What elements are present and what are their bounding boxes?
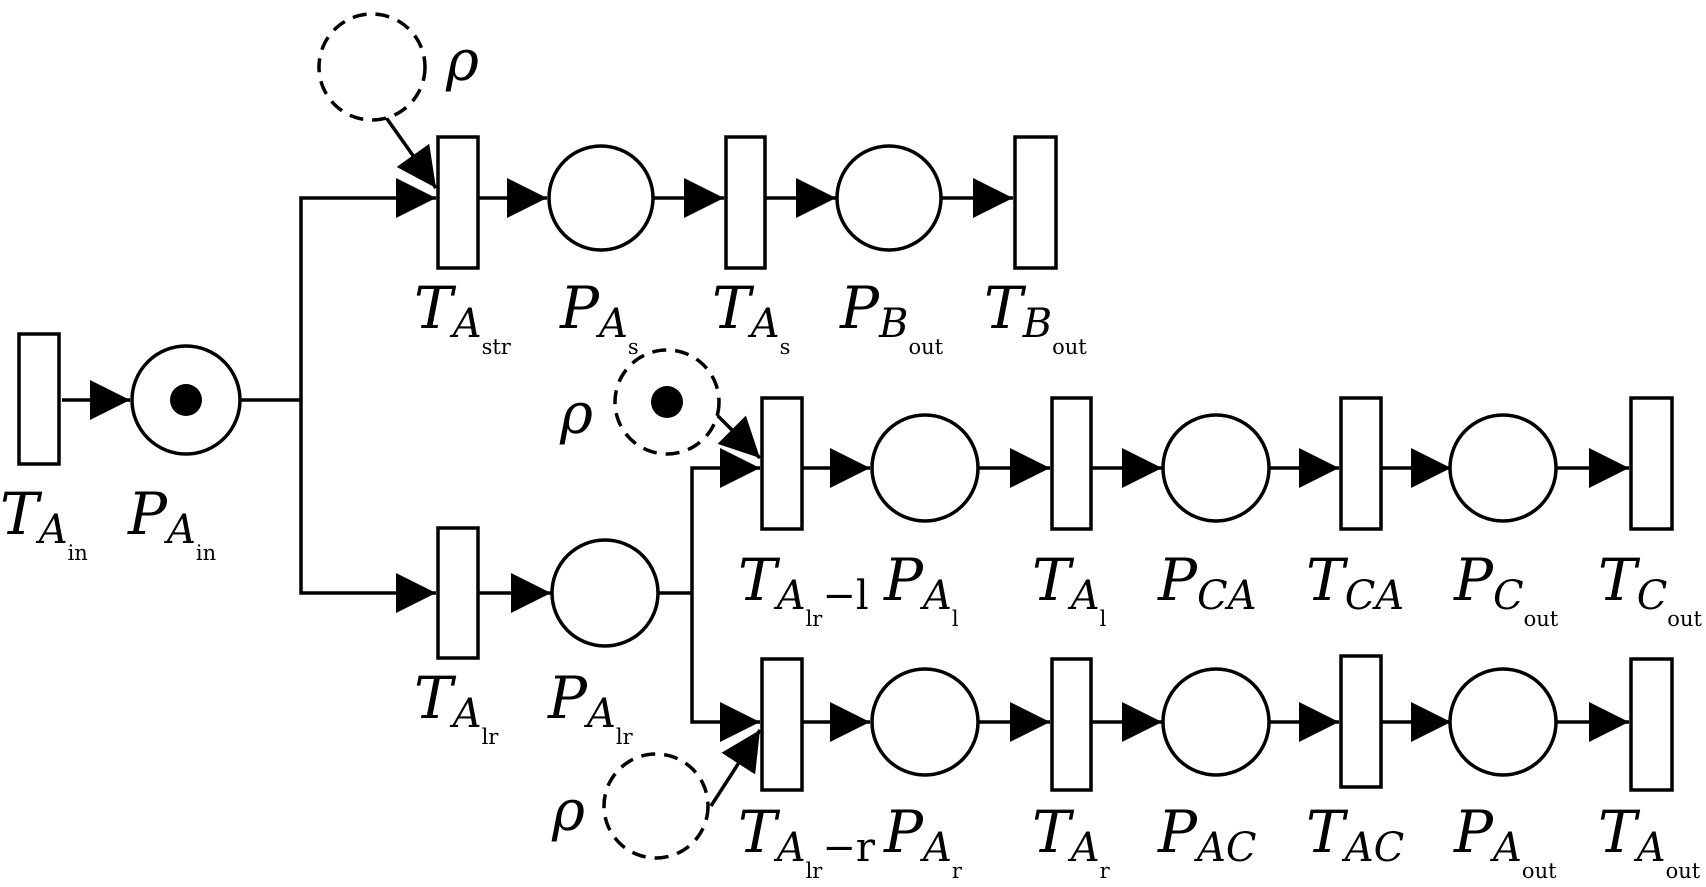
transition-t-a-r bbox=[1050, 657, 1093, 792]
transition-t-a-s bbox=[724, 135, 767, 270]
label-t-c-out: TCout bbox=[1598, 546, 1702, 631]
token-p-a-in bbox=[170, 384, 202, 416]
rho-label-top: ρ bbox=[445, 29, 479, 94]
label-p-a-lr: PAlr bbox=[547, 664, 634, 749]
label-t-a-s: TAs bbox=[712, 274, 790, 359]
rho-label-middle: ρ bbox=[559, 382, 593, 447]
place-p-a-s bbox=[547, 144, 655, 252]
place-p-ac bbox=[1161, 667, 1271, 777]
place-p-a-l bbox=[870, 413, 980, 523]
arc-branch-r bbox=[690, 593, 760, 742]
label-p-a-out: PAout bbox=[1453, 798, 1557, 883]
transition-t-b-out bbox=[1013, 135, 1058, 270]
arc-branch-upper bbox=[299, 178, 436, 400]
place-p-ca bbox=[1161, 413, 1271, 523]
label-p-a-s: PAs bbox=[559, 274, 639, 359]
transition-t-a-out bbox=[1629, 657, 1674, 792]
label-t-a-out: TAout bbox=[1598, 798, 1701, 883]
transition-t-c-out bbox=[1629, 396, 1674, 531]
rho-label-bottom: ρ bbox=[551, 779, 585, 844]
arc-rho-top bbox=[383, 114, 438, 190]
transition-t-a-in bbox=[17, 332, 61, 466]
arc-rho-middle bbox=[712, 410, 762, 460]
label-p-a-r: PAr bbox=[883, 798, 963, 883]
place-p-b-out bbox=[835, 144, 943, 252]
label-t-a-str: TAstr bbox=[414, 274, 512, 359]
label-t-a-in: TAin bbox=[0, 480, 88, 565]
label-t-ca: TCA bbox=[1306, 546, 1404, 619]
place-p-a-out bbox=[1448, 667, 1558, 777]
label-p-a-l: PAl bbox=[883, 546, 959, 631]
label-p-a-in: PAin bbox=[127, 480, 216, 565]
transition-t-a-str bbox=[436, 135, 480, 270]
transition-t-a-l bbox=[1050, 396, 1093, 531]
transition-t-ac bbox=[1339, 654, 1383, 789]
transition-t-ca bbox=[1339, 396, 1383, 531]
place-p-c-out bbox=[1448, 413, 1558, 523]
label-t-a-lr: TAlr bbox=[414, 664, 499, 749]
label-p-ca: PCA bbox=[1157, 546, 1257, 619]
label-t-a-lr-r: TAlr−r bbox=[738, 798, 876, 883]
label-t-a-l: TAl bbox=[1032, 546, 1107, 631]
transition-t-a-lr-l bbox=[760, 396, 804, 531]
token-rho-middle bbox=[651, 386, 683, 418]
transition-t-a-lr-r bbox=[760, 657, 804, 792]
label-p-ac: PAC bbox=[1157, 798, 1257, 871]
label-t-ac: TAC bbox=[1306, 798, 1404, 871]
label-t-a-r: TAr bbox=[1032, 798, 1111, 883]
label-p-b-out: PBout bbox=[839, 274, 944, 359]
transition-t-a-lr bbox=[436, 526, 480, 660]
arc-branch-lower bbox=[299, 400, 436, 613]
label-t-a-lr-l: TAlr−l bbox=[738, 546, 869, 631]
place-p-a-r bbox=[870, 667, 980, 777]
rho-place-bottom bbox=[602, 752, 710, 860]
arc-branch-l bbox=[690, 448, 760, 593]
arc-rho-bottom bbox=[709, 729, 762, 807]
rho-place-top bbox=[317, 12, 427, 122]
label-t-b-out: TBout bbox=[984, 274, 1087, 359]
label-p-c-out: PCout bbox=[1453, 546, 1559, 631]
place-p-a-lr bbox=[550, 538, 660, 648]
